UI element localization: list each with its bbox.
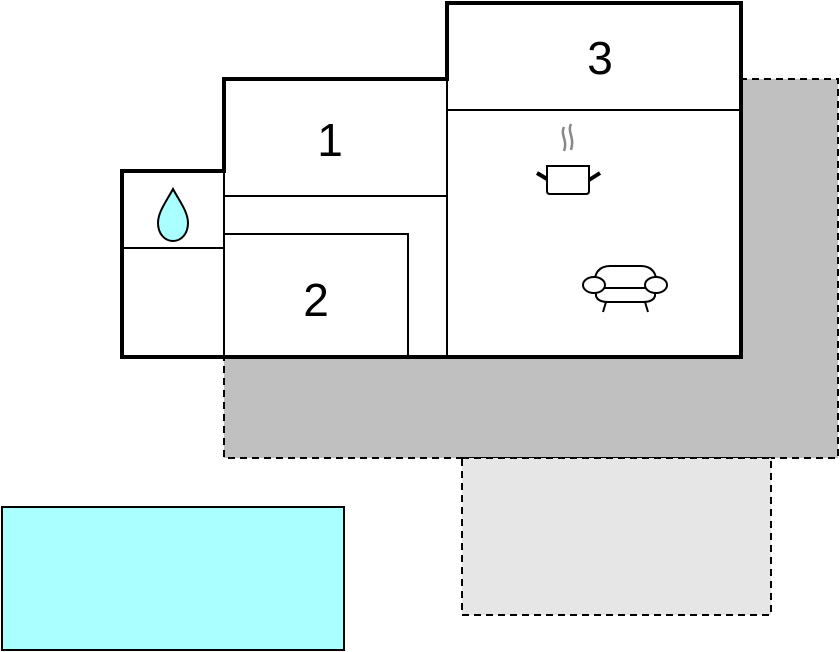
interior-walls [122,79,741,357]
room-label-1: 1 [317,114,343,166]
sofa-icon [582,265,668,313]
water-drop-icon [156,186,190,243]
swimming-pool [1,506,345,651]
building-outline [120,1,743,359]
garden-area [461,457,772,616]
room-label-3: 3 [587,32,613,84]
room-label-2: 2 [303,274,329,326]
cooking-pot-icon [535,123,602,195]
